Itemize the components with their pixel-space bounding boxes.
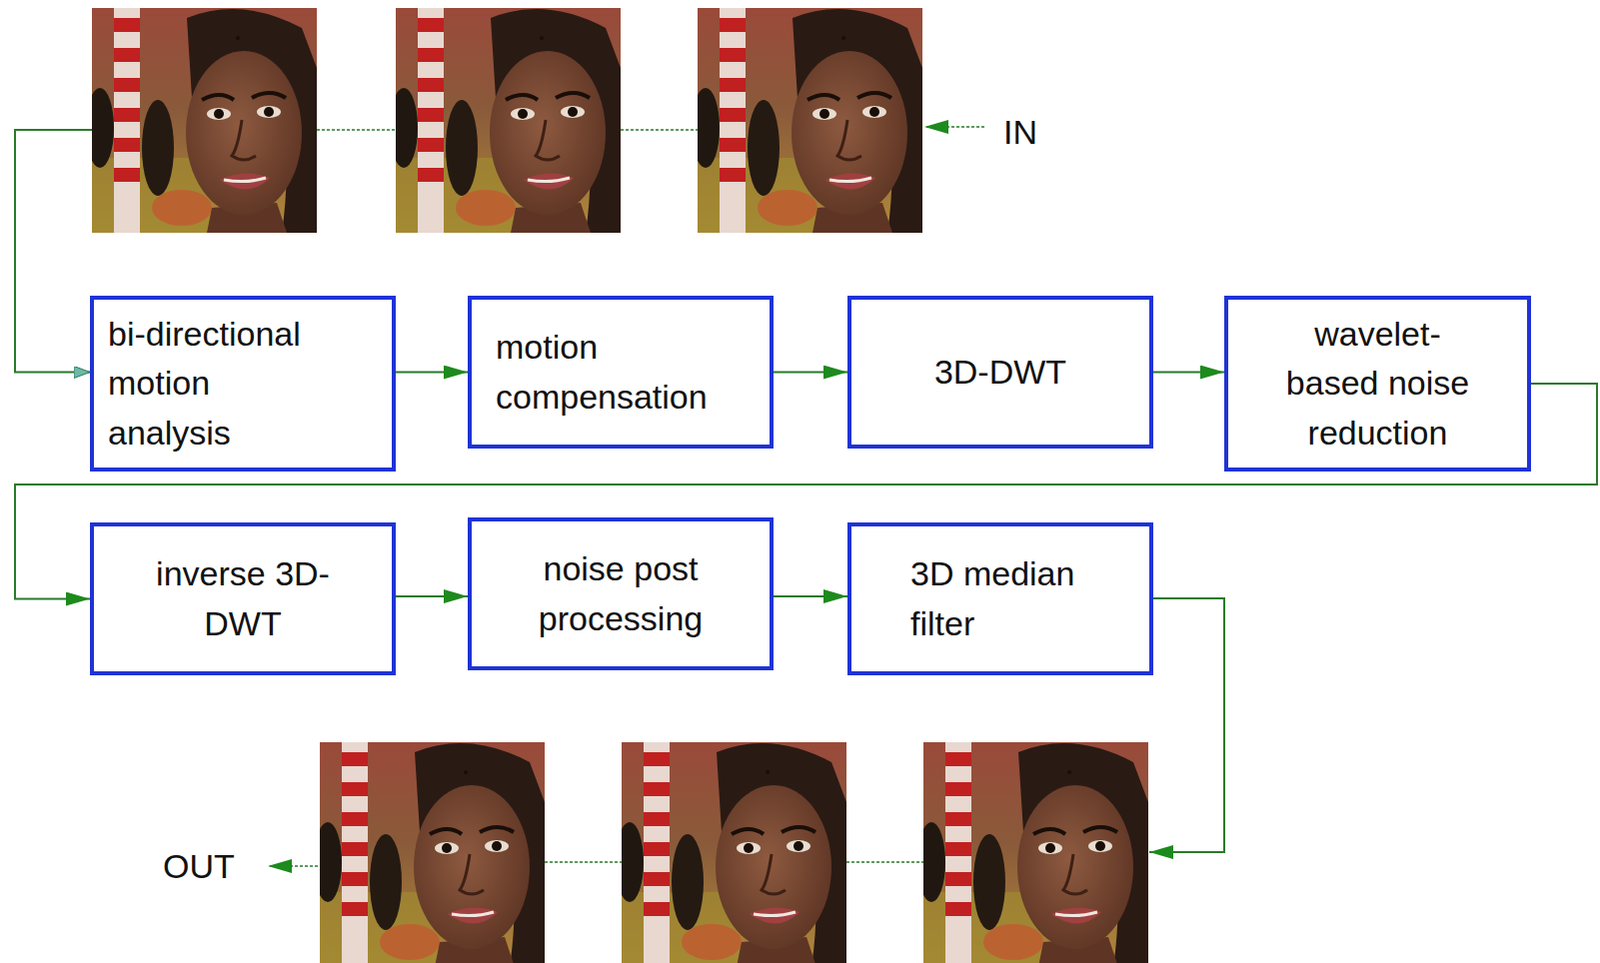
output-frame (615, 742, 847, 963)
box-label: 3D-DWT (934, 347, 1067, 397)
box-label: bi-directional motion analysis (107, 309, 323, 458)
frame-link (316, 128, 396, 131)
box-label: inverse 3D-DWT (152, 549, 333, 649)
box-label: noise post processing (530, 544, 711, 644)
io-label: IN (1003, 111, 1038, 153)
frame-link (544, 861, 622, 864)
input-frame (389, 7, 621, 233)
input-frame (691, 7, 923, 233)
output-wire (1149, 598, 1225, 853)
process-box: noise post processing (467, 517, 774, 671)
process-box: 3D-DWT (847, 295, 1154, 449)
frame-link (620, 128, 698, 131)
output-arrow (267, 865, 318, 868)
io-label: OUT (162, 846, 235, 888)
process-box: inverse 3D-DWT (89, 522, 396, 676)
box-label: motion compensation (495, 322, 746, 422)
output-frame (917, 742, 1149, 963)
process-box: bi-directional motion analysis (89, 295, 396, 472)
input-wire (14, 129, 92, 373)
output-frame (313, 742, 545, 963)
flow-arrow (395, 371, 468, 374)
input-frame (85, 7, 317, 233)
flow-arrow (395, 595, 468, 598)
frame-link (846, 861, 924, 864)
flow-arrow (773, 595, 848, 598)
flow-arrow (773, 371, 848, 374)
process-box: motion compensation (467, 295, 774, 449)
box-label: wavelet- based noise reduction (1278, 309, 1479, 458)
input-arrow (924, 125, 985, 128)
flow-arrow (1153, 371, 1225, 374)
process-box: 3D median filter (847, 522, 1154, 676)
box-label: 3D median filter (910, 549, 1091, 649)
process-box: wavelet- based noise reduction (1224, 295, 1532, 472)
